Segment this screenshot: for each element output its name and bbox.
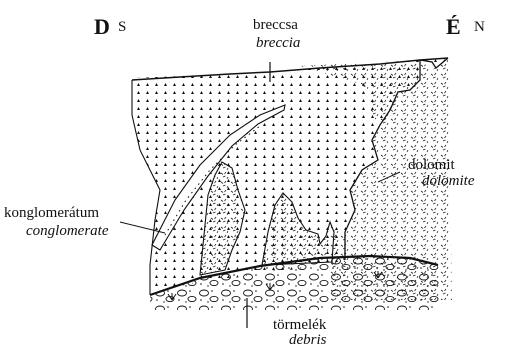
dolomite-label: dolomit — [408, 158, 455, 173]
breccia-label-en: breccia — [256, 36, 300, 51]
compass-north-hu: É — [446, 16, 461, 38]
compass-north-en: N — [474, 20, 485, 35]
compass-south-en: S — [118, 20, 126, 35]
compass-south-hu: D — [94, 16, 110, 38]
breccia-label: breccsa — [253, 18, 298, 33]
conglomerate-label-en: conglomerate — [26, 224, 108, 239]
dolomite-label-en: dolomite — [422, 174, 475, 189]
conglomerate-label: konglomerátum — [4, 206, 99, 221]
debris-label: törmelék — [273, 318, 326, 333]
